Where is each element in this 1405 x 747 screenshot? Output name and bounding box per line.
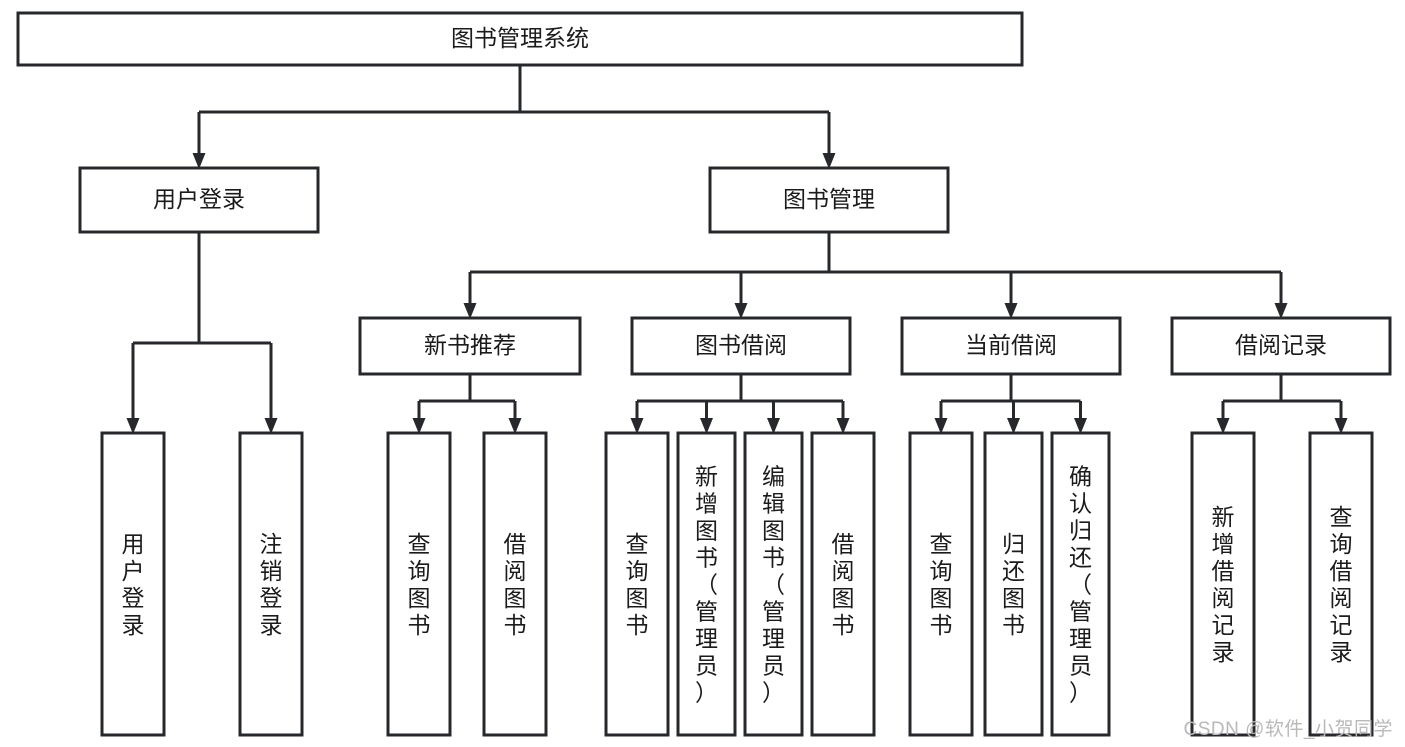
arrow-head-icon [734, 303, 748, 319]
node-box[interactable] [1170, 316, 1392, 376]
node-book-borrow[interactable]: 图书借阅 [630, 316, 852, 376]
node-book-manage[interactable]: 图书管理 [708, 166, 950, 234]
node-label: 当前借阅 [965, 332, 1057, 358]
node-label: 查询图书 [626, 531, 649, 638]
node-box[interactable] [908, 431, 974, 737]
node-leaf-return-book[interactable]: 归还图书 [983, 431, 1044, 737]
arrow-head-icon [192, 153, 206, 169]
node-box[interactable] [238, 431, 304, 737]
arrow-head-icon [700, 418, 713, 434]
node-box[interactable] [100, 431, 166, 737]
node-leaf-borrow-book-recommend[interactable]: 借阅图书 [482, 431, 548, 737]
arrow-head-icon [1074, 418, 1087, 434]
node-layer: 图书管理系统用户登录图书管理新书推荐图书借阅当前借阅借阅记录用户登录注销登录查询… [16, 11, 1392, 737]
arrow-head-icon [1334, 418, 1348, 434]
node-box[interactable] [78, 166, 320, 234]
arrow-head-icon [630, 418, 644, 434]
node-box[interactable] [743, 431, 804, 737]
node-label: 查询图书 [930, 531, 953, 638]
node-root[interactable]: 图书管理系统 [16, 11, 1024, 67]
node-leaf-add-borrow-record[interactable]: 新增借阅记录 [1190, 431, 1256, 737]
node-box[interactable] [1050, 431, 1111, 737]
node-label: 用户登录 [122, 531, 145, 638]
node-label: 图书管理系统 [451, 25, 589, 51]
node-box[interactable] [708, 166, 950, 234]
node-label: 新书推荐 [424, 332, 516, 358]
node-new-book-recommend[interactable]: 新书推荐 [358, 316, 582, 376]
node-leaf-user-logout[interactable]: 注销登录 [238, 431, 304, 737]
node-leaf-query-book-recommend[interactable]: 查询图书 [386, 431, 452, 737]
watermark: CSDN @软件_小贺同学 [1183, 719, 1393, 740]
edge-group-borrow-record [1216, 374, 1348, 434]
edge-group-user-login [126, 232, 278, 434]
node-label: 图书借阅 [695, 332, 787, 358]
edge-group-book-borrow [630, 374, 850, 434]
node-label: 编辑图书（管理员） [762, 464, 785, 706]
edge-group-current-borrow [934, 374, 1087, 434]
node-box[interactable] [1308, 431, 1374, 737]
node-leaf-edit-book-admin[interactable]: 编辑图书（管理员） [743, 431, 804, 737]
node-box[interactable] [900, 316, 1122, 376]
arrow-head-icon [1216, 418, 1230, 434]
arrow-head-icon [934, 418, 948, 434]
node-current-borrow[interactable]: 当前借阅 [900, 316, 1122, 376]
node-box[interactable] [810, 431, 876, 737]
edge-group-book-manage [463, 232, 1288, 319]
node-box[interactable] [630, 316, 852, 376]
node-label: 新增图书（管理员） [695, 464, 718, 706]
node-label: 归还图书 [1002, 531, 1025, 638]
node-leaf-user-login[interactable]: 用户登录 [100, 431, 166, 737]
node-box[interactable] [1190, 431, 1256, 737]
arrow-head-icon [836, 418, 850, 434]
node-box[interactable] [386, 431, 452, 737]
node-label: 新增借阅记录 [1212, 504, 1235, 665]
node-leaf-query-borrow-record[interactable]: 查询借阅记录 [1308, 431, 1374, 737]
connector-layer [126, 65, 1348, 434]
arrow-head-icon [767, 418, 780, 434]
node-box[interactable] [482, 431, 548, 737]
node-box[interactable] [604, 431, 670, 737]
arrow-head-icon [264, 418, 278, 434]
node-box[interactable] [983, 431, 1044, 737]
edge-group-root [192, 65, 836, 169]
arrow-head-icon [1274, 303, 1288, 319]
node-leaf-confirm-return-admin[interactable]: 确认归还（管理员） [1050, 431, 1111, 737]
node-label: 查询借阅记录 [1330, 504, 1353, 665]
node-box[interactable] [676, 431, 737, 737]
node-label: 借阅记录 [1235, 332, 1327, 358]
node-label: 注销登录 [260, 531, 283, 638]
node-label: 查询图书 [408, 531, 431, 638]
node-borrow-record[interactable]: 借阅记录 [1170, 316, 1392, 376]
arrow-head-icon [412, 418, 426, 434]
edge-group-new-book-recommend [412, 374, 522, 434]
arrow-head-icon [1004, 303, 1018, 319]
node-label: 图书管理 [783, 186, 875, 212]
node-box[interactable] [358, 316, 582, 376]
node-box[interactable] [16, 11, 1024, 67]
node-leaf-query-book-borrow[interactable]: 查询图书 [604, 431, 670, 737]
node-label: 确认归还（管理员） [1069, 464, 1092, 706]
node-leaf-query-book-current[interactable]: 查询图书 [908, 431, 974, 737]
node-user-login[interactable]: 用户登录 [78, 166, 320, 234]
arrow-head-icon [1007, 418, 1020, 434]
node-label: 用户登录 [153, 186, 245, 212]
node-leaf-add-book-admin[interactable]: 新增图书（管理员） [676, 431, 737, 737]
node-label: 借阅图书 [504, 531, 527, 638]
node-label: 借阅图书 [832, 531, 855, 638]
node-leaf-borrow-book[interactable]: 借阅图书 [810, 431, 876, 737]
arrow-head-icon [508, 418, 522, 434]
arrow-head-icon [822, 153, 836, 169]
arrow-head-icon [126, 418, 140, 434]
arrow-head-icon [463, 303, 477, 319]
